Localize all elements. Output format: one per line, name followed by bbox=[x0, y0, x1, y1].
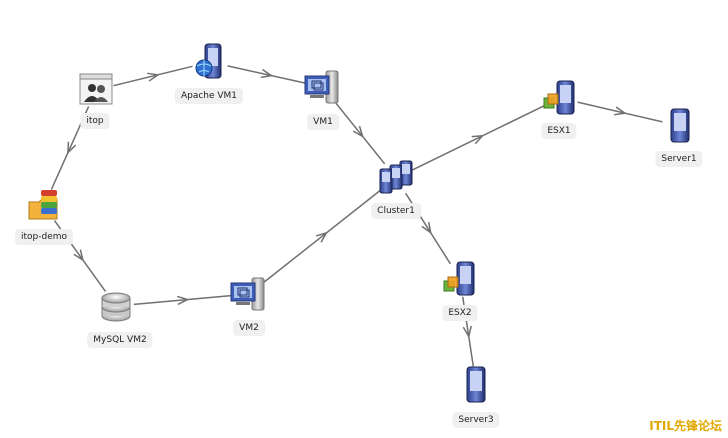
edge-cluster1-esx1 bbox=[411, 105, 545, 171]
virtual-machine-icon bbox=[230, 277, 265, 311]
edge-arrow-mysql-vm2-vm2 bbox=[176, 295, 190, 306]
node-esx1[interactable] bbox=[542, 80, 578, 116]
edge-vm2-cluster1 bbox=[262, 188, 383, 284]
hypervisor-icon bbox=[543, 80, 575, 115]
node-server3[interactable] bbox=[463, 366, 489, 404]
edge-arrow-itop-itop-demo bbox=[67, 141, 77, 155]
node-itop[interactable] bbox=[79, 72, 113, 106]
edge-apache-vm1-vm1 bbox=[227, 65, 306, 84]
edge-itop-apache-vm1 bbox=[113, 65, 193, 87]
edge-arrow-itop-demo-mysql-vm2 bbox=[73, 249, 85, 262]
node-vm2[interactable] bbox=[230, 277, 268, 311]
node-label-vm1: VM1 bbox=[307, 114, 339, 130]
edge-arrow-vm2-cluster1 bbox=[315, 231, 329, 243]
edge-mysql-vm2-vm2 bbox=[133, 294, 232, 306]
node-label-vm2: VM2 bbox=[233, 320, 265, 336]
node-label-esx1: ESX1 bbox=[541, 123, 577, 139]
node-label-server3: Server3 bbox=[452, 412, 500, 428]
contact-card-icon bbox=[79, 73, 113, 105]
application-icon bbox=[28, 190, 58, 220]
node-server1[interactable] bbox=[667, 108, 693, 144]
node-label-esx2: ESX2 bbox=[442, 305, 478, 321]
edge-arrow-vm1-cluster1 bbox=[352, 125, 364, 138]
node-mysql-vm2[interactable] bbox=[99, 288, 133, 324]
server-icon bbox=[466, 366, 486, 403]
edge-arrow-esx1-server1 bbox=[614, 106, 627, 116]
edge-arrow-itop-apache-vm1 bbox=[147, 72, 160, 82]
edge-arrow-cluster1-esx1 bbox=[471, 134, 485, 145]
edge-arrow-esx2-server3 bbox=[462, 325, 472, 339]
hypervisor-icon bbox=[443, 261, 475, 296]
virtual-machine-icon bbox=[304, 70, 339, 104]
node-itop-demo[interactable] bbox=[27, 188, 61, 222]
edge-vm1-cluster1 bbox=[333, 100, 386, 165]
server-cluster-icon bbox=[379, 160, 413, 194]
database-icon bbox=[101, 292, 131, 322]
node-label-cluster1: Cluster1 bbox=[371, 203, 421, 219]
web-server-icon bbox=[195, 43, 222, 79]
node-label-itop-demo: itop-demo bbox=[14, 229, 74, 245]
node-label-server1: Server1 bbox=[655, 151, 703, 167]
node-label-itop: itop bbox=[80, 113, 110, 129]
node-label-apache-vm1: Apache VM1 bbox=[174, 88, 244, 104]
edge-arrow-cluster1-esx2 bbox=[421, 221, 432, 235]
edge-arrow-apache-vm1-vm1 bbox=[260, 68, 274, 79]
watermark-text: ITIL先锋论坛 bbox=[649, 419, 722, 433]
edge-esx1-server1 bbox=[577, 101, 663, 123]
node-label-mysql-vm2: MySQL VM2 bbox=[87, 332, 153, 348]
node-esx2[interactable] bbox=[442, 261, 478, 297]
node-vm1[interactable] bbox=[304, 70, 342, 104]
node-apache-vm1[interactable] bbox=[193, 42, 227, 80]
node-cluster1[interactable] bbox=[378, 160, 414, 194]
server-icon bbox=[670, 108, 690, 143]
